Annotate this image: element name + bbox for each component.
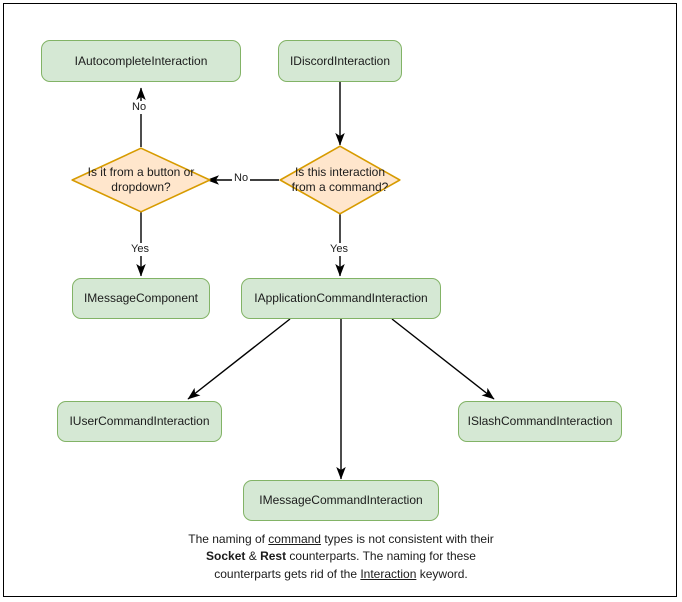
edge-label-text: No [132,101,147,113]
caption-text: The naming of [188,532,269,546]
node-label: IApplicationCommandInteraction [254,291,428,305]
caption-line-1: The naming of command types is not consi… [188,532,493,546]
node-autocomplete-interaction[interactable]: IAutocompleteInteraction [41,40,241,82]
edge-label-no-left: No [232,172,251,186]
diamond-shape [279,145,401,215]
diamond-shape [71,147,211,213]
node-application-command-interaction[interactable]: IApplicationCommandInteraction [241,278,441,319]
edge-label-text: Yes [131,243,149,255]
node-slash-command-interaction[interactable]: ISlashCommandInteraction [458,401,622,442]
node-label: IAutocompleteInteraction [74,53,208,68]
node-label: IDiscordInteraction [289,53,391,68]
caption-text: counterparts. The naming for these [286,549,476,564]
node-user-command-interaction[interactable]: IUserCommandInteraction [57,401,222,442]
caption-bold-socket: Socket [206,549,246,564]
edge-label-no-up: No [130,101,149,115]
caption-underlined-interaction: Interaction [360,566,417,581]
caption-line-3: counterparts gets rid of the Interaction… [214,567,468,581]
edge-label-text: No [234,172,249,184]
caption-text: types is not consistent with their [320,532,494,546]
node-label: IUserCommandInteraction [69,414,210,428]
caption-text: counterparts gets rid of the [214,566,361,581]
node-decision-is-from-command[interactable]: Is this interaction from a command? [279,145,401,215]
node-label: IMessageCommandInteraction [259,493,423,507]
caption-bold-rest: Rest [260,549,287,564]
caption-text: & [245,549,261,564]
diagram-caption: The naming of command types is not consi… [131,531,551,583]
caption-line-2: Socket & Rest counterparts. The naming f… [206,549,476,563]
caption-underlined-command: command [268,532,321,546]
edge-label-yes-right: Yes [328,243,350,257]
node-label: Is it from a button or dropdown? [87,165,195,194]
node-decision-is-button-or-dropdown[interactable]: Is it from a button or dropdown? [71,147,211,213]
node-message-command-interaction[interactable]: IMessageCommandInteraction [243,480,439,521]
node-message-component[interactable]: IMessageComponent [72,278,210,319]
caption-text: keyword. [416,566,468,581]
edge-label-text: Yes [330,243,348,255]
node-discord-interaction[interactable]: IDiscordInteraction [278,40,402,82]
node-label: IMessageComponent [83,291,199,305]
node-label: ISlashCommandInteraction [467,414,613,428]
edge-label-yes-left: Yes [129,243,151,257]
node-label: Is this interaction from a command? [291,165,389,194]
